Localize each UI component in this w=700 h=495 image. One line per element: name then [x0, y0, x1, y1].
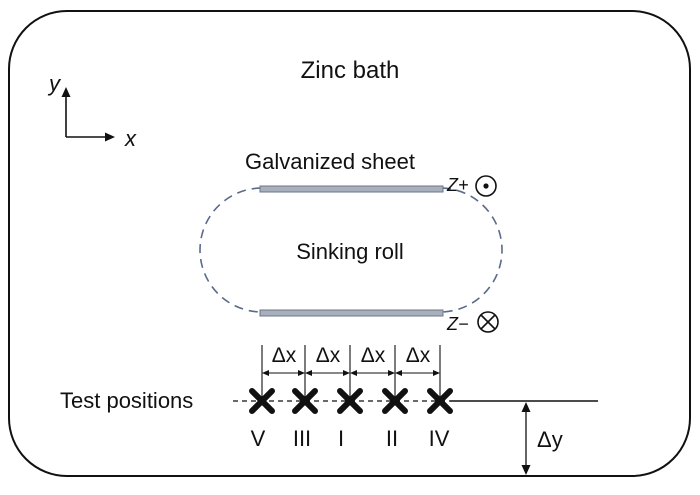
spacing-label-4: Δx [406, 344, 431, 367]
zinc-bath-outline [8, 10, 691, 477]
test-position-marker-iv [427, 388, 453, 414]
sinking-roll-label: Sinking roll [296, 239, 404, 264]
spacing-arrow-4 [395, 370, 440, 376]
spacing-arrow-3 [350, 370, 395, 376]
spacing-label-3: Δx [361, 344, 386, 367]
into-page-icon [477, 311, 499, 333]
test-position-marker-ii [382, 388, 408, 414]
test-position-numeral-iv: IV [429, 426, 450, 451]
spacing-dimensions: Δx Δx Δx Δx [261, 344, 441, 398]
spacing-label-2: Δx [316, 344, 341, 367]
offset-label: Δy [537, 427, 563, 452]
coordinate-axes: y x [47, 71, 137, 151]
y-axis-label: y [47, 71, 62, 96]
z-plus-label: Z+ [446, 175, 469, 195]
test-position-marker-iii [292, 388, 318, 414]
spacing-arrow-2 [305, 370, 350, 376]
galvanized-sheet-top [259, 185, 444, 193]
galvanized-sheet-bottom [259, 309, 444, 317]
spacing-arrow-1 [262, 370, 305, 376]
x-axis-arrowhead [105, 132, 115, 142]
zinc-bath-title: Zinc bath [301, 57, 400, 84]
test-position-numeral-i: I [338, 426, 344, 451]
x-axis-label: x [124, 126, 137, 151]
test-position-marker-i [337, 388, 363, 414]
test-position-numeral-iii: III [293, 426, 311, 451]
galvanized-sheet-label: Galvanized sheet [245, 149, 415, 174]
spacing-label-1: Δx [272, 344, 297, 367]
test-position-numeral-ii: II [386, 426, 398, 451]
offset-dimension [521, 402, 531, 475]
y-axis-arrowhead [61, 87, 71, 97]
out-of-page-icon [475, 175, 497, 197]
test-position-numeral-v: V [251, 426, 266, 451]
sinking-roll-outline [199, 187, 503, 313]
z-minus-label: Z− [446, 314, 469, 334]
test-position-marker-v [249, 388, 275, 414]
test-positions-label: Test positions [60, 388, 193, 413]
